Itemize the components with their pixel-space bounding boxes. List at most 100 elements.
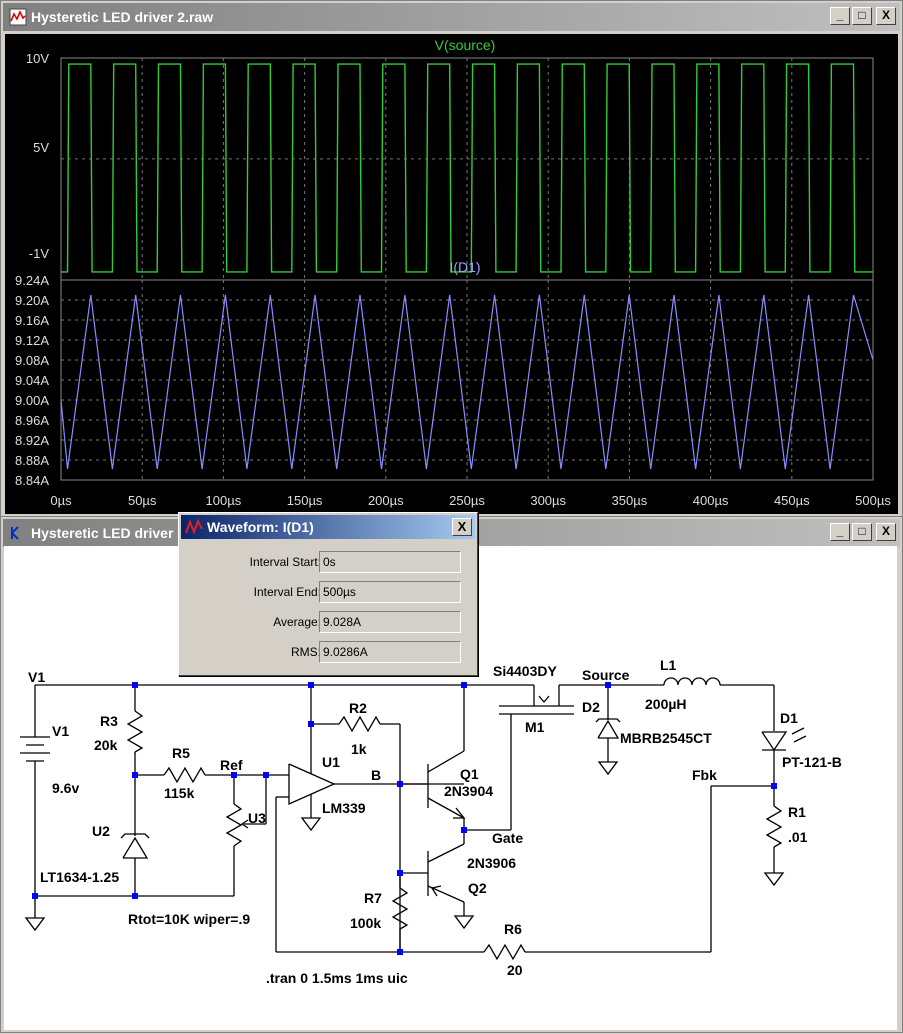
x-tick: 400µs	[693, 493, 729, 508]
bottom-ytick: 9.12A	[15, 333, 49, 348]
r7-name: R7	[364, 890, 382, 906]
bottom-pane-grid	[61, 280, 873, 480]
bottom-ytick: 8.96A	[15, 413, 49, 428]
d1-value: PT-121-B	[782, 754, 842, 770]
d1-name: D1	[780, 710, 798, 726]
rms-field[interactable]: 9.0286A	[319, 641, 461, 663]
net-label-source: Source	[582, 667, 630, 683]
waveform-app-icon	[9, 8, 27, 26]
net-label-v1: V1	[28, 669, 45, 685]
x-tick: 0µs	[50, 493, 72, 508]
u1-name: U1	[322, 754, 340, 770]
u1-value: LM339	[322, 800, 366, 816]
average-field[interactable]: 9.028A	[319, 611, 461, 633]
top-trace-label[interactable]: V(source)	[435, 37, 496, 53]
x-tick: 250µs	[449, 493, 485, 508]
interval-end-label: Interval End:	[253, 585, 321, 599]
bottom-ytick: 9.20A	[15, 293, 49, 308]
q1-name: Q1	[460, 766, 479, 782]
r2-value: 1k	[351, 741, 367, 757]
x-tick: 350µs	[612, 493, 648, 508]
bottom-ytick: 8.84A	[15, 473, 49, 488]
close-button[interactable]: X	[876, 523, 896, 541]
x-tick: 150µs	[287, 493, 323, 508]
junction-dots	[32, 682, 777, 955]
d2-value: MBRB2545CT	[620, 730, 712, 746]
schematic-drawing[interactable]: V1 V1 9.6v R3 20k R5 115k Ref U2 LT1634-…	[4, 546, 897, 1030]
waveform-plot[interactable]: V(source) 10V 5V -1V I(D1) 9.24A9.20A9.1…	[5, 34, 898, 514]
bottom-trace-label[interactable]: I(D1)	[449, 259, 480, 275]
l1-name: L1	[660, 657, 677, 673]
rms-label: RMS:	[291, 645, 321, 659]
bottom-ytick: 9.24A	[15, 273, 49, 288]
average-label: Average:	[273, 615, 321, 629]
schematic-window-title: Hysteretic LED driver	[31, 525, 174, 541]
interval-start-row: Interval Start: 0s	[189, 551, 471, 573]
x-tick: 500µs	[855, 493, 891, 508]
m1-value: Si4403DY	[493, 663, 557, 679]
minimize-button[interactable]: _	[830, 523, 850, 541]
bottom-ytick: 9.08A	[15, 353, 49, 368]
waveform-stats-dialog[interactable]: Waveform: I(D1) X Interval Start: 0s Int…	[178, 512, 478, 676]
r5-value: 115k	[164, 785, 195, 801]
interval-start-label: Interval Start:	[249, 555, 321, 569]
x-tick: 100µs	[206, 493, 242, 508]
top-ytick: -1V	[29, 246, 50, 261]
bottom-ytick: 9.04A	[15, 373, 49, 388]
waveform-dialog-icon	[185, 519, 203, 535]
i-d1-trace[interactable]	[60, 294, 874, 470]
r1-value: .01	[788, 829, 808, 845]
u3-value: Rtot=10K wiper=.9	[128, 911, 250, 927]
x-tick: 300µs	[530, 493, 566, 508]
r5-name: R5	[172, 745, 190, 761]
dialog-close-button[interactable]: X	[452, 518, 472, 536]
interval-end-field[interactable]: 500µs	[319, 581, 461, 603]
m1-name: M1	[525, 719, 545, 735]
minimize-button[interactable]: _	[830, 7, 850, 25]
net-label-fbk: Fbk	[692, 767, 717, 783]
ground-symbols	[24, 761, 785, 932]
u2-name: U2	[92, 823, 110, 839]
q2-value: 2N3906	[467, 855, 516, 871]
u2-value: LT1634-1.25	[40, 869, 119, 885]
waveform-titlebar[interactable]: Hysteretic LED driver 2.raw _ □ X	[3, 3, 900, 31]
x-tick: 50µs	[128, 493, 157, 508]
schematic-app-icon	[11, 526, 19, 540]
interval-end-row: Interval End: 500µs	[189, 581, 471, 603]
net-label-b: B	[371, 767, 381, 783]
top-ytick: 5V	[33, 140, 49, 155]
net-label-gate: Gate	[492, 830, 523, 846]
bottom-ytick: 8.88A	[15, 453, 49, 468]
dialog-title: Waveform: I(D1)	[207, 519, 314, 535]
schematic-wires	[20, 677, 807, 961]
r1-name: R1	[788, 804, 806, 820]
q2-name: Q2	[468, 880, 487, 896]
waveform-window-title: Hysteretic LED driver 2.raw	[31, 9, 214, 25]
net-label-ref: Ref	[220, 757, 243, 773]
rms-row: RMS: 9.0286A	[189, 641, 471, 663]
r3-value: 20k	[94, 737, 118, 753]
waveform-window[interactable]: Hysteretic LED driver 2.raw _ □ X V(sour…	[0, 0, 903, 518]
u3-name: U3	[248, 810, 266, 826]
maximize-button[interactable]: □	[852, 7, 872, 25]
d2-name: D2	[582, 699, 600, 715]
close-button[interactable]: X	[876, 7, 896, 25]
top-pane-grid	[61, 58, 873, 280]
q1-value: 2N3904	[444, 783, 493, 799]
spice-directive[interactable]: .tran 0 1.5ms 1ms uic	[266, 970, 408, 986]
v-source-trace[interactable]	[61, 63, 873, 273]
l1-value: 200µH	[645, 696, 687, 712]
maximize-button[interactable]: □	[852, 523, 872, 541]
x-tick: 200µs	[368, 493, 404, 508]
r3-name: R3	[100, 713, 118, 729]
dialog-titlebar[interactable]: Waveform: I(D1) X	[181, 515, 475, 539]
average-row: Average: 9.028A	[189, 611, 471, 633]
bottom-ytick: 8.92A	[15, 433, 49, 448]
x-tick: 450µs	[774, 493, 810, 508]
r6-value: 20	[507, 962, 523, 978]
interval-start-field[interactable]: 0s	[319, 551, 461, 573]
r7-value: 100k	[350, 915, 381, 931]
v1-name: V1	[52, 723, 69, 739]
v1-value: 9.6v	[52, 780, 79, 796]
